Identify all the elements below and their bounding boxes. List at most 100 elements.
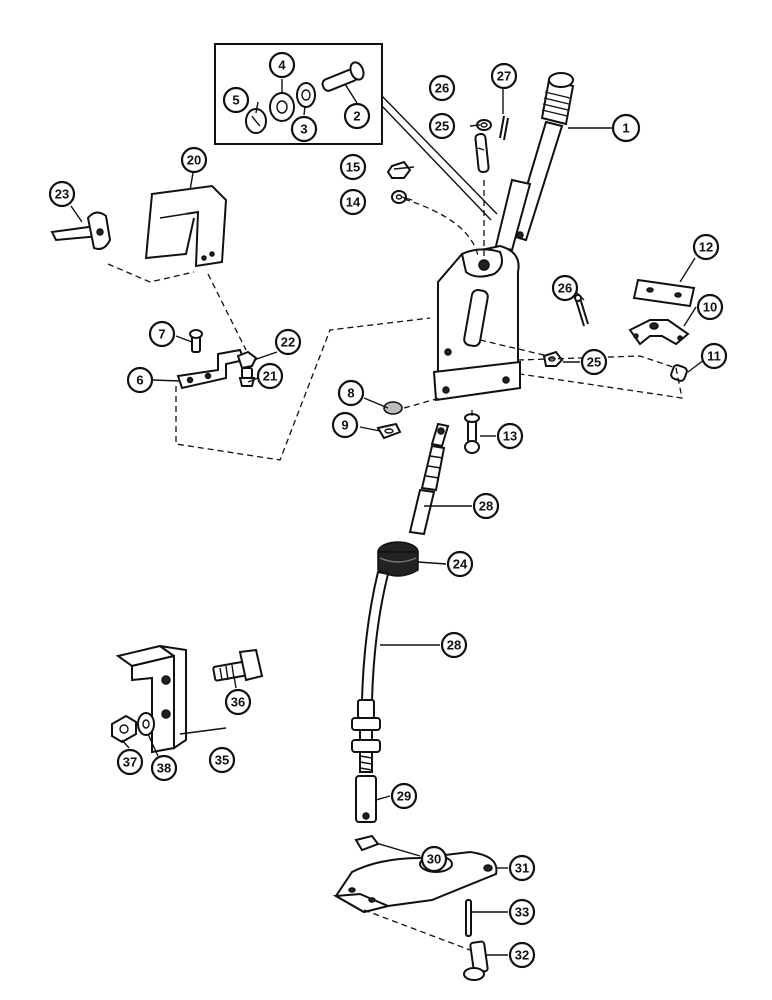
callout-23: 23 xyxy=(48,180,76,208)
inset-hardware-box xyxy=(214,43,498,221)
svg-text:24: 24 xyxy=(453,557,468,572)
svg-text:29: 29 xyxy=(397,789,411,804)
cotter-pin-26-part xyxy=(574,294,589,327)
svg-text:12: 12 xyxy=(699,240,713,255)
callout-33: 33 xyxy=(508,898,536,926)
cotter-pin-27-part xyxy=(499,115,509,141)
bolt-21-part xyxy=(238,367,256,387)
svg-text:2: 2 xyxy=(353,109,360,124)
svg-text:33: 33 xyxy=(515,905,529,920)
callout-2: 2 xyxy=(343,102,371,130)
callout-15: 15 xyxy=(339,153,367,181)
callout-3: 3 xyxy=(290,115,318,143)
callout-28a: 28 xyxy=(472,492,500,520)
cable-lower-part xyxy=(351,570,390,773)
washer-4-part xyxy=(269,92,295,122)
svg-text:8: 8 xyxy=(347,386,354,401)
callout-29: 29 xyxy=(390,782,418,810)
rod-end-part xyxy=(355,775,377,823)
callout-13: 13 xyxy=(496,422,524,450)
assembly-lines xyxy=(107,180,683,951)
svg-text:27: 27 xyxy=(497,69,511,84)
svg-text:22: 22 xyxy=(281,335,295,350)
nut-9-part xyxy=(376,422,402,440)
washer-3-part xyxy=(296,82,316,108)
svg-text:30: 30 xyxy=(427,852,441,867)
callout-20: 20 xyxy=(180,146,208,174)
pin-25-part xyxy=(474,132,490,174)
nut-30-part xyxy=(354,834,380,852)
callout-12: 12 xyxy=(692,233,720,261)
callout-14: 14 xyxy=(339,188,367,216)
svg-text:9: 9 xyxy=(341,418,348,433)
svg-text:1: 1 xyxy=(622,121,629,136)
svg-text:23: 23 xyxy=(55,187,69,202)
svg-text:21: 21 xyxy=(263,369,277,384)
svg-text:32: 32 xyxy=(515,948,529,963)
clevis-pin-part xyxy=(321,61,365,92)
svg-text:31: 31 xyxy=(515,861,529,876)
latch-part xyxy=(50,211,112,250)
bolt-36-part xyxy=(212,648,264,682)
callout-5: 5 xyxy=(222,86,250,114)
cable-upper-part xyxy=(408,422,450,536)
leader-lines xyxy=(70,79,705,956)
callout-7: 7 xyxy=(148,320,176,348)
svg-text:15: 15 xyxy=(346,160,360,175)
svg-text:26: 26 xyxy=(435,81,449,96)
washer-14-part xyxy=(391,190,407,204)
svg-text:6: 6 xyxy=(136,373,143,388)
callout-10: 10 xyxy=(696,293,724,321)
callout-9: 9 xyxy=(331,411,359,439)
svg-text:4: 4 xyxy=(278,58,286,73)
lock-washer-part xyxy=(245,108,267,134)
callout-24: 24 xyxy=(446,550,474,578)
cover-part xyxy=(144,184,228,268)
cotter-pin-33-part xyxy=(465,899,472,937)
callout-26a: 26 xyxy=(428,74,456,102)
svg-text:14: 14 xyxy=(346,195,361,210)
washer-38-part xyxy=(137,712,155,736)
nut-15-part xyxy=(386,160,412,179)
screw-part xyxy=(189,329,203,353)
callout-36: 36 xyxy=(224,688,252,716)
callout-25b: 25 xyxy=(580,348,608,376)
svg-text:7: 7 xyxy=(158,327,165,342)
callout-31: 31 xyxy=(508,854,536,882)
callout-30: 30 xyxy=(420,845,448,873)
svg-text:37: 37 xyxy=(123,755,137,770)
svg-text:3: 3 xyxy=(300,122,307,137)
callout-1: 1 xyxy=(611,113,641,143)
callout-11: 11 xyxy=(700,342,728,370)
svg-text:28: 28 xyxy=(447,638,461,653)
svg-text:38: 38 xyxy=(157,761,171,776)
callout-6: 6 xyxy=(126,366,154,394)
svg-text:25: 25 xyxy=(435,119,449,134)
svg-text:28: 28 xyxy=(479,499,493,514)
callout-37: 37 xyxy=(116,748,144,776)
callout-8: 8 xyxy=(337,379,365,407)
bracket-part xyxy=(176,348,246,390)
callout-32: 32 xyxy=(508,941,536,969)
pin-32-part xyxy=(463,940,489,981)
clamp-part xyxy=(628,319,690,346)
svg-text:35: 35 xyxy=(215,753,229,768)
callout-28b: 28 xyxy=(440,631,468,659)
svg-text:10: 10 xyxy=(703,300,717,315)
ball-stud-part xyxy=(464,413,480,454)
nut-22-part xyxy=(236,350,258,370)
svg-text:26: 26 xyxy=(558,281,572,296)
plate-part xyxy=(632,278,696,308)
lever-bracket-part xyxy=(432,244,521,402)
svg-text:13: 13 xyxy=(503,429,517,444)
callout-27: 27 xyxy=(490,62,518,90)
callout-21: 21 xyxy=(256,362,284,390)
svg-text:25: 25 xyxy=(587,355,601,370)
svg-text:20: 20 xyxy=(187,153,201,168)
callout-25a: 25 xyxy=(428,112,456,140)
washer-8-part xyxy=(383,401,403,415)
bushing-part xyxy=(670,364,688,382)
shift-lever-part xyxy=(494,72,575,252)
nut-37-part xyxy=(111,714,137,744)
